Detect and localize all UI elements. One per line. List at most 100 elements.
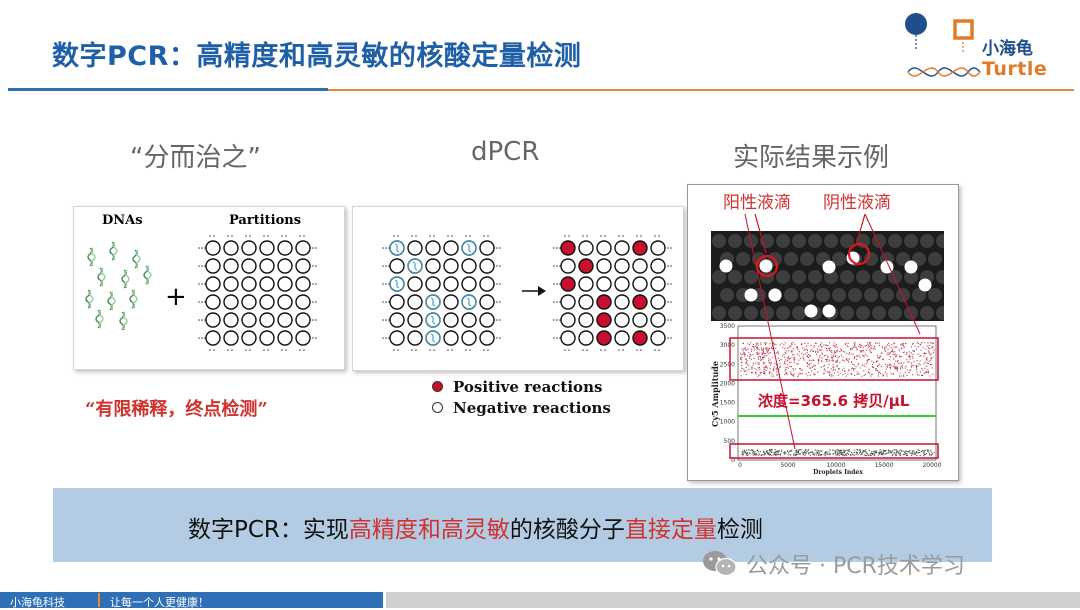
summary-highlight-direct: 直接定量: [624, 517, 717, 543]
partition-cell: [425, 276, 441, 292]
negative-cluster-box: [729, 443, 939, 459]
y-tick-label: 500: [724, 438, 736, 445]
partition-cell: [614, 276, 630, 292]
footer-company: 小海龟科技: [10, 596, 65, 609]
positive-droplet-marker: [755, 254, 779, 278]
partition-cell: [479, 276, 495, 292]
legend-positive-label: Positive reactions: [453, 377, 603, 396]
partition-cell: [479, 240, 495, 256]
partition-cell: [479, 258, 495, 274]
summary-banner: [53, 488, 992, 562]
y-tick-label: 2000: [720, 380, 735, 387]
partition-cell: [205, 240, 221, 256]
wechat-icon: [703, 551, 737, 577]
partition-cell: [614, 240, 630, 256]
dna-strand-icon: [143, 265, 149, 285]
partition-cell: [578, 294, 594, 310]
partition-cell: [277, 276, 293, 292]
partition-cell: [461, 258, 477, 274]
partition-cell: [295, 330, 311, 346]
partition-cell: [632, 240, 648, 256]
partition-cell: [443, 240, 459, 256]
positive-cluster-box: [729, 337, 939, 381]
partition-cell: [295, 312, 311, 328]
partition-cell: [205, 258, 221, 274]
partition-cell: [479, 294, 495, 310]
y-tick-label: 0: [731, 457, 735, 464]
partition-cell: [596, 312, 612, 328]
partition-cell: [295, 276, 311, 292]
partition-cell: [650, 312, 666, 328]
droplet: [804, 304, 818, 318]
partition-cell: [578, 240, 594, 256]
dna-strand-icon: [129, 289, 135, 309]
partition-cell: [632, 294, 648, 310]
partition-cell: [241, 294, 257, 310]
dna-strand-icon: [132, 249, 138, 269]
partition-cell: [407, 276, 423, 292]
x-tick-label: 10000: [826, 462, 845, 469]
y-tick-label: 3500: [720, 323, 735, 330]
x-tick-label: 15000: [874, 462, 893, 469]
partition-cell: [560, 312, 576, 328]
positive-droplet-label: 阳性液滴: [723, 193, 791, 213]
droplet: [744, 288, 758, 302]
y-axis-label: Cy5 Amplitude: [710, 361, 720, 427]
partition-cell: [259, 240, 275, 256]
droplet: [822, 260, 836, 274]
logo-name-cn: 小海龟: [982, 39, 1033, 59]
footer-bar-left: [0, 592, 383, 608]
heading-divide-and-conquer: “分而治之”: [130, 143, 261, 173]
partition-cell: [223, 330, 239, 346]
concentration-readout: 浓度=365.6 拷贝/μL: [758, 390, 910, 411]
partition-cell: [632, 276, 648, 292]
dnas-label: DNAs: [102, 213, 143, 228]
partition-cell: [479, 330, 495, 346]
y-tick-label: 2500: [720, 361, 735, 368]
summary-highlight-precision: 高精度和高灵敏: [348, 517, 510, 543]
partition-cell: [223, 312, 239, 328]
dna-strand-icon: [121, 269, 127, 289]
droplet: [904, 260, 918, 274]
partition-cell: [277, 258, 293, 274]
partition-cell: [277, 330, 293, 346]
partition-cell: [560, 330, 576, 346]
partition-cell: [241, 312, 257, 328]
positive-dot-icon: [432, 381, 443, 392]
partition-cell: [443, 312, 459, 328]
partition-cell: [259, 294, 275, 310]
partition-grid: [198, 235, 317, 351]
dna-strand-icon: [119, 311, 125, 330]
partitions-label: Partitions: [229, 213, 302, 228]
heading-dpcr: dPCR: [471, 137, 540, 167]
negative-dot-icon: [432, 402, 443, 413]
partition-cell: [259, 330, 275, 346]
summary-text: 数字PCR：实现高精度和高灵敏的核酸分子直接定量检测: [188, 510, 763, 544]
partition-cell: [578, 312, 594, 328]
legend-negative-label: Negative reactions: [453, 398, 611, 417]
dpcr-grid-before: [382, 235, 501, 351]
summary-part-1: 数字PCR：实现: [188, 517, 349, 543]
negative-droplet-label: 阴性液滴: [823, 193, 891, 213]
partition-cell: [389, 330, 405, 346]
partition-cell: [277, 240, 293, 256]
droplet: [759, 259, 773, 273]
reaction-legend: Positive reactions Negative reactions: [432, 376, 611, 418]
arrow-right-icon: [522, 286, 546, 296]
dna-strand-icon: [107, 291, 113, 311]
partition-cell: [578, 258, 594, 274]
partition-cell: [259, 312, 275, 328]
partition-cell: [259, 276, 275, 292]
partition-cell: [223, 258, 239, 274]
partition-cell: [389, 258, 405, 274]
partition-cell: [614, 294, 630, 310]
partition-cell: [407, 240, 423, 256]
partition-cell: [632, 330, 648, 346]
partition-cell: [425, 240, 441, 256]
partition-cell: [443, 294, 459, 310]
summary-part-5: 检测: [716, 517, 763, 543]
partition-cell: [596, 258, 612, 274]
turtle-logo-icon: [905, 13, 981, 77]
partition-cell: [295, 294, 311, 310]
partition-cell: [578, 276, 594, 292]
